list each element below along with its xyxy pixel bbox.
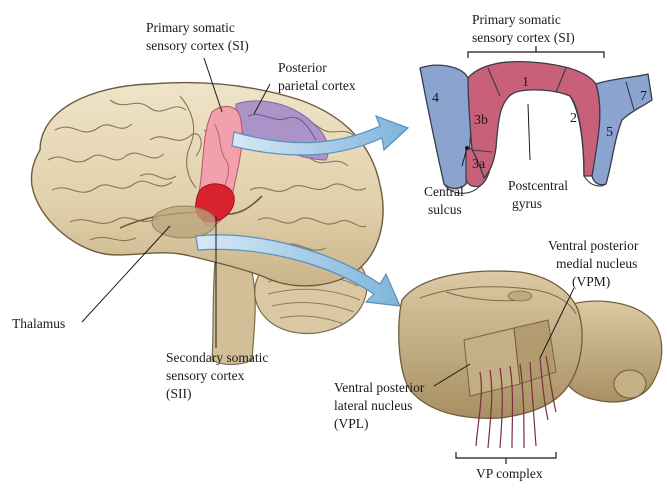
label-vpm-1: Ventral posterior — [548, 238, 639, 253]
area-4-label: 4 — [432, 91, 439, 106]
label-vpm-3: (VPM) — [572, 274, 610, 289]
label-posterior-1: Posterior — [278, 60, 327, 75]
thalamus-shape — [152, 206, 216, 238]
brainstem — [212, 260, 255, 364]
label-primary-si-2: sensory cortex (SI) — [146, 38, 249, 53]
label-sii-3: (SII) — [166, 386, 192, 401]
vp-complex-bracket — [456, 452, 556, 464]
area-5-label: 5 — [606, 125, 613, 140]
label-right-si-1: Primary somatic — [472, 12, 561, 27]
label-right-si-2: sensory cortex (SI) — [472, 30, 575, 45]
thalamus-illustration — [399, 271, 662, 464]
label-vp-complex: VP complex — [476, 466, 543, 481]
area-7-label: 7 — [640, 89, 647, 104]
cortex-cross-section — [420, 46, 652, 193]
area-3a-label: 3a — [472, 157, 486, 172]
si-bracket — [468, 46, 604, 58]
label-central-2: sulcus — [428, 202, 462, 217]
label-sii-1: Secondary somatic — [166, 350, 268, 365]
brain-illustration — [31, 83, 383, 365]
label-sii-2: sensory cortex — [166, 368, 245, 383]
area-2-label: 2 — [570, 111, 577, 126]
label-postcentral-2: gyrus — [512, 196, 542, 211]
area-4-region — [420, 65, 471, 188]
label-posterior-2: parietal cortex — [278, 78, 356, 93]
label-thalamus: Thalamus — [12, 316, 65, 331]
area-1-label: 1 — [522, 75, 529, 90]
label-vpl-1: Ventral posterior — [334, 380, 425, 395]
area-3b-label: 3b — [474, 113, 488, 128]
label-primary-si-1: Primary somatic — [146, 20, 235, 35]
label-vpm-2: medial nucleus — [556, 256, 637, 271]
label-vpl-3: (VPL) — [334, 416, 369, 431]
label-vpl-2: lateral nucleus — [334, 398, 412, 413]
label-postcentral-1: Postcentral — [508, 178, 568, 193]
label-central-1: Central — [424, 184, 464, 199]
